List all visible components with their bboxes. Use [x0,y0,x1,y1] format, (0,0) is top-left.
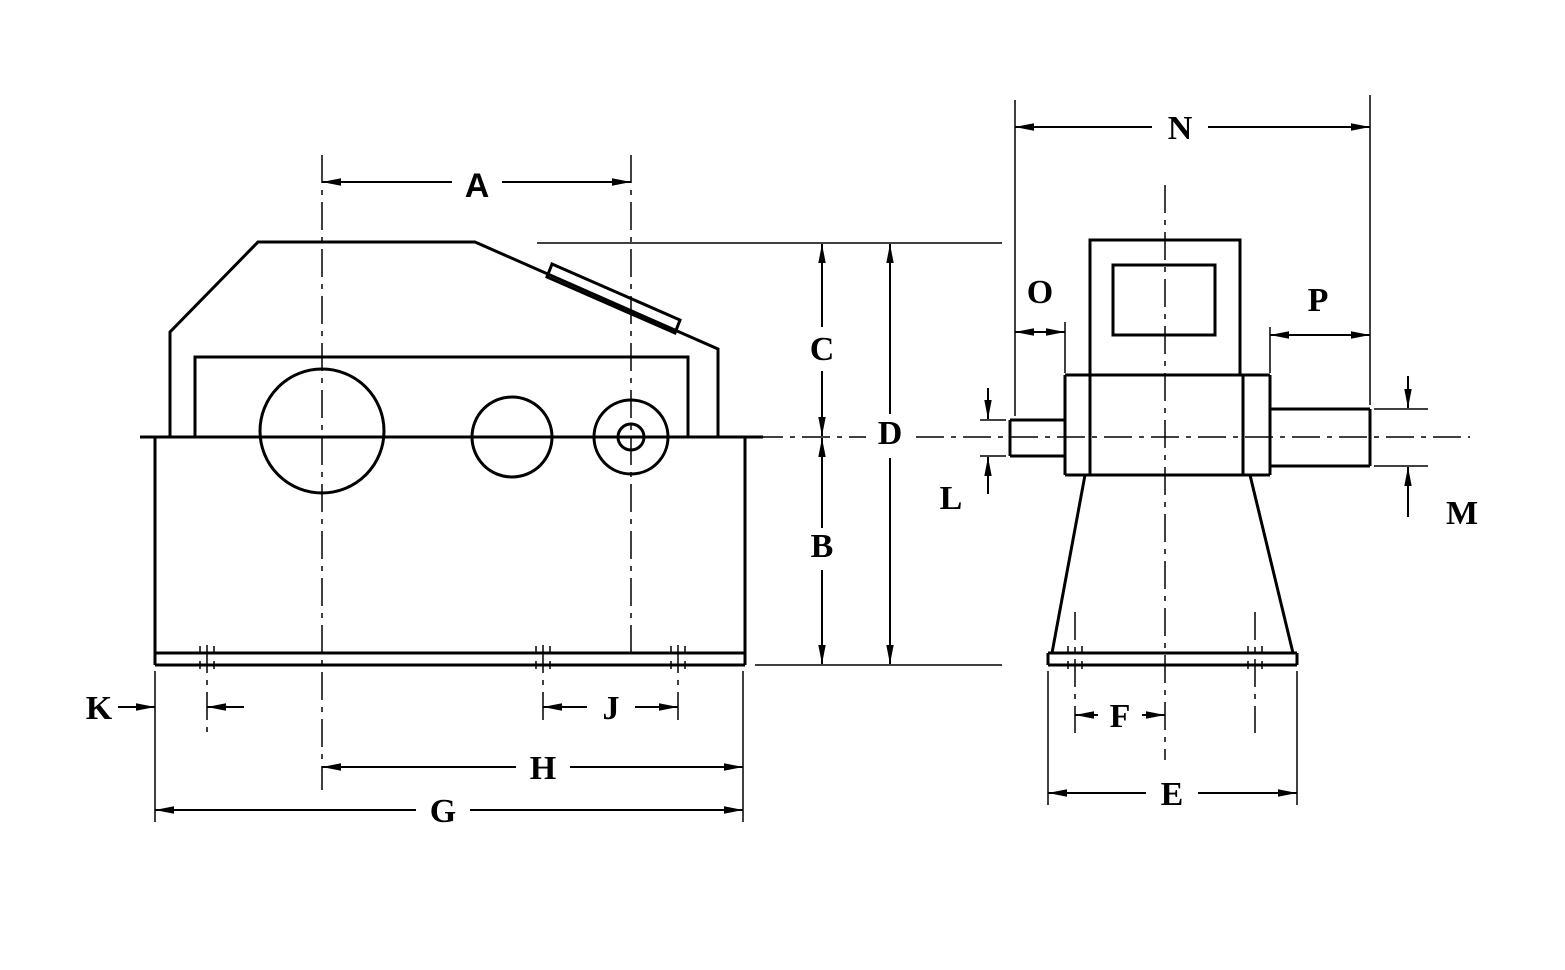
dimension-h: H [322,750,743,787]
dim-label-p: P [1308,282,1329,319]
dimension-m: M [1404,376,1478,532]
top-housing-outline [1088,238,1242,375]
bore-circle-large [258,367,386,495]
dim-label-m: M [1446,495,1478,532]
dim-label-l: L [940,480,963,517]
dim-label-h: H [530,750,556,787]
dim-label-j: J [603,690,620,727]
dimension-o: O [1015,274,1065,336]
dim-label-f: F [1110,698,1131,735]
dimension-n: N [1015,110,1370,147]
dimension-f: F [1075,698,1165,735]
shaft-circle-small [616,422,646,452]
dimension-g: G [155,793,743,830]
dim-label-c: C [810,331,835,368]
dimension-c: C [810,244,835,436]
upper-housing-outline [168,240,720,437]
dimension-p: P [1270,282,1370,339]
upper-housing-inner-line [193,355,690,437]
end-view [1008,238,1372,667]
dimension-a: A [322,167,631,205]
centerlines [206,155,1470,790]
dimension-e: E [1048,776,1297,813]
bore-circle-small [592,398,670,476]
top-opening [1111,263,1217,337]
dim-label-g: G [430,793,456,830]
dimension-k: K [86,690,244,727]
dim-label-n: N [1168,110,1193,147]
side-view [140,240,763,667]
bore-circle-medium [470,395,554,479]
pedestal-right-slope [1248,474,1295,654]
dim-label-o: O [1027,274,1053,311]
pedestal-left-slope [1050,474,1087,654]
dim-label-d: D [878,415,903,452]
dimension-b: B [811,438,834,664]
bolt-holes [199,646,1263,671]
dimension-l: L [940,388,992,517]
inspection-cover [545,261,682,336]
dimension-d: D [878,244,903,664]
dimension-j: J [543,690,678,727]
dim-label-e: E [1161,776,1184,813]
dim-label-k: K [86,690,113,727]
dim-label-b: B [811,528,834,565]
extension-lines [154,95,1428,822]
dim-label-a: A [465,167,490,205]
